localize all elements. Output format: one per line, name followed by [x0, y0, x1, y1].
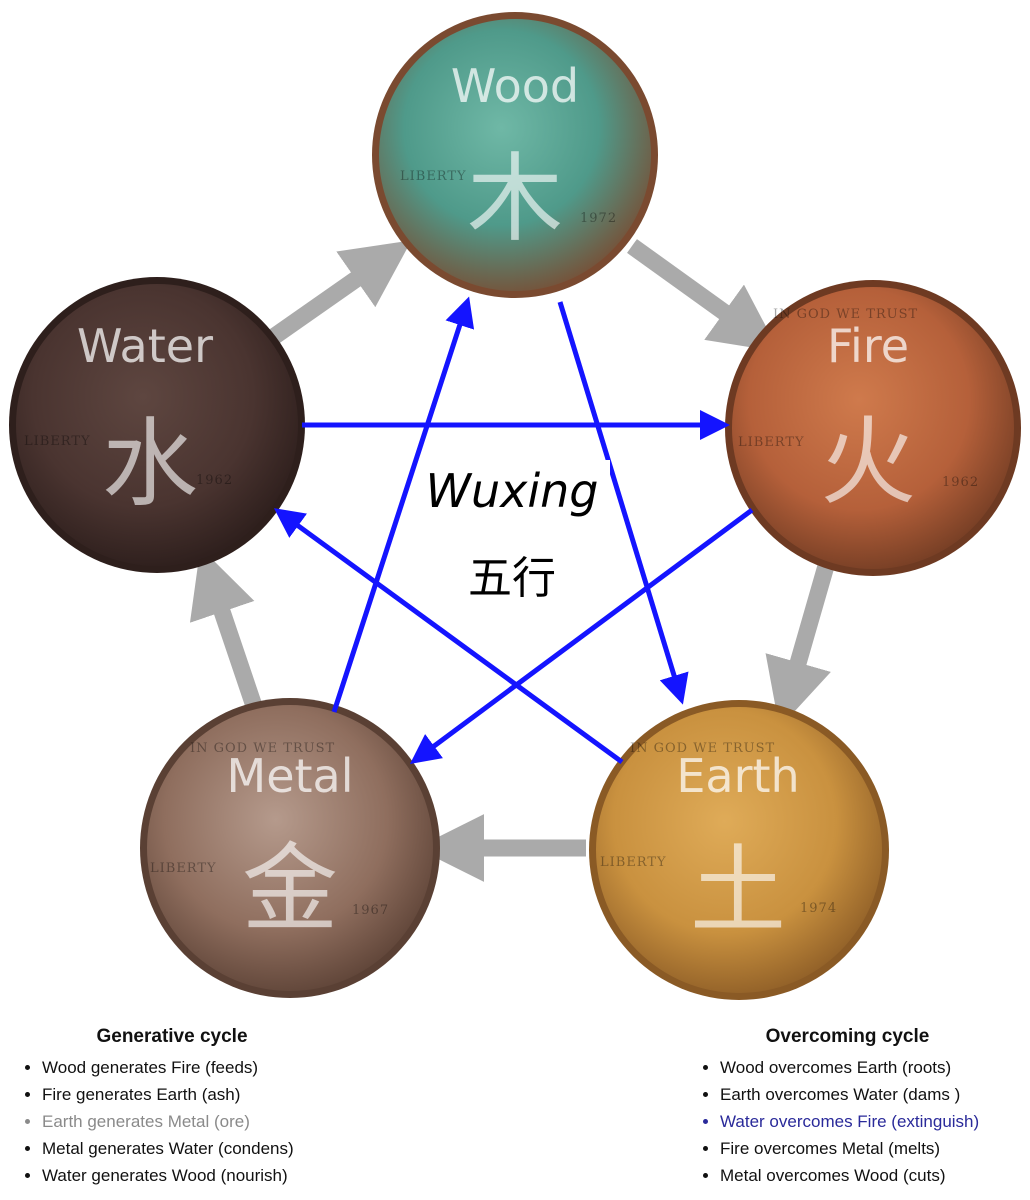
arrow-earth-to-water	[273, 508, 624, 765]
list-item: Metal generates Water (condens)	[42, 1135, 352, 1162]
coin-motto: IN GOD WE TRUST	[630, 741, 775, 756]
coin-year: 1962	[196, 473, 233, 488]
coin-liberty: LIBERTY	[600, 855, 667, 870]
overcoming-legend-list: Wood overcomes Earth (roots) Earth overc…	[700, 1054, 1025, 1189]
coin-liberty: LIBERTY	[24, 434, 91, 449]
generative-legend-list: Wood generates Fire (feeds) Fire generat…	[22, 1054, 352, 1189]
coin-water: LIBERTY 1962 Water 水	[9, 277, 305, 573]
list-item: Water generates Wood (nourish)	[42, 1162, 352, 1189]
coin-liberty: LIBERTY	[738, 435, 805, 450]
center-label-bg	[420, 460, 610, 610]
element-name-wood: Wood	[451, 59, 579, 113]
generative-arrows	[189, 239, 835, 882]
element-char-metal: 金	[242, 833, 338, 945]
list-item: Fire overcomes Metal (melts)	[720, 1135, 1025, 1162]
coin-motto: IN GOD WE TRUST	[773, 307, 918, 322]
coin-year: 1972	[580, 211, 617, 226]
center-title: Wuxing	[426, 464, 599, 518]
coin-liberty: LIBERTY	[400, 169, 467, 184]
arrow-metal-to-wood	[331, 296, 475, 713]
overcoming-legend: Overcoming cycle Wood overcomes Earth (r…	[700, 1026, 1025, 1189]
coin-fire: IN GOD WE TRUST LIBERTY 1962 Fire 火	[725, 280, 1021, 576]
coin-liberty: LIBERTY	[150, 861, 217, 876]
center-subtitle: 五行	[468, 553, 556, 604]
element-char-water: 水	[102, 408, 198, 520]
list-item: Water overcomes Fire (extinguish)	[720, 1108, 1025, 1135]
generative-legend: Generative cycle Wood generates Fire (fe…	[22, 1026, 352, 1189]
coin-year: 1974	[800, 901, 837, 916]
arrow-fire-to-earth	[765, 563, 835, 728]
element-name-fire: Fire	[827, 319, 909, 373]
list-item: Earth generates Metal (ore)	[42, 1108, 352, 1135]
arrow-wood-to-fire	[627, 239, 780, 352]
list-item: Fire generates Earth (ash)	[42, 1081, 352, 1108]
element-name-water: Water	[77, 319, 213, 373]
list-item: Wood overcomes Earth (roots)	[720, 1054, 1025, 1081]
list-item: Metal overcomes Wood (cuts)	[720, 1162, 1025, 1189]
coin-wood: LIBERTY 1972 Wood 木	[372, 12, 658, 298]
element-char-fire: 火	[820, 406, 916, 518]
coin-year: 1967	[352, 903, 389, 918]
arrow-water-to-wood	[267, 240, 412, 345]
arrow-wood-to-earth	[557, 301, 689, 705]
element-char-wood: 木	[467, 143, 563, 255]
coin-earth: IN GOD WE TRUST LIBERTY 1974 Earth 土	[589, 700, 889, 1000]
coin-metal: IN GOD WE TRUST LIBERTY 1967 Metal 金	[140, 698, 440, 998]
coin-year: 1962	[942, 475, 979, 490]
element-name-earth: Earth	[676, 749, 799, 803]
arrow-metal-to-water	[189, 547, 263, 709]
coin-motto: IN GOD WE TRUST	[190, 741, 335, 756]
overcoming-legend-title: Overcoming cycle	[765, 1026, 930, 1047]
arrow-fire-to-metal	[409, 507, 754, 764]
overcoming-arrows	[273, 296, 754, 765]
element-char-earth: 土	[690, 835, 786, 947]
list-item: Earth overcomes Water (dams )	[720, 1081, 1025, 1108]
element-name-metal: Metal	[227, 749, 354, 803]
generative-legend-title: Generative cycle	[96, 1026, 248, 1047]
list-item: Wood generates Fire (feeds)	[42, 1054, 352, 1081]
